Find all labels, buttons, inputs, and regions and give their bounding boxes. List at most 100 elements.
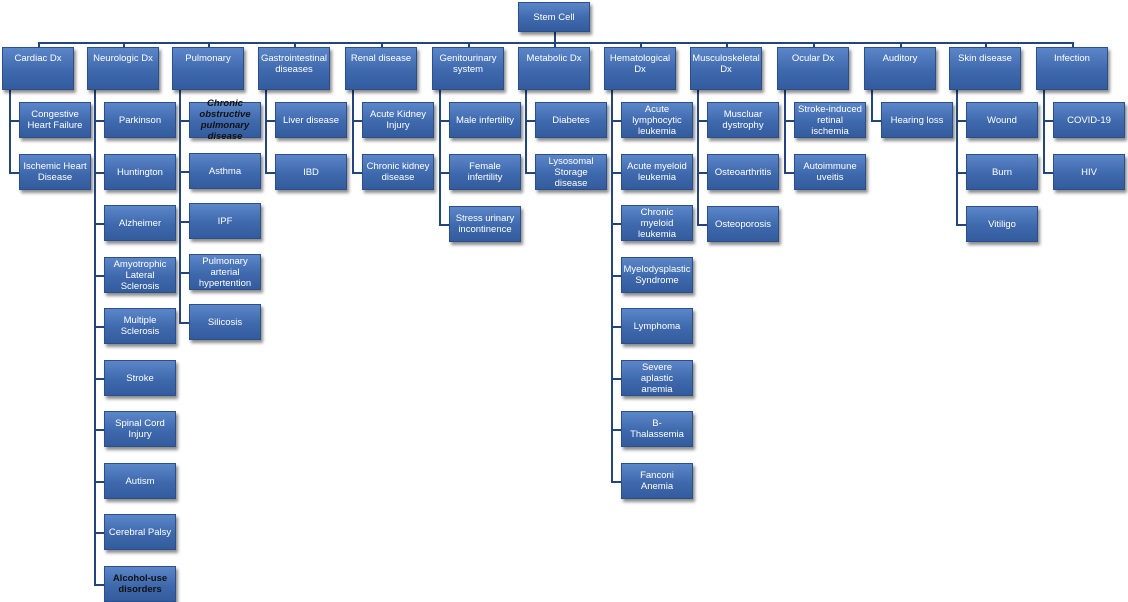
disease-node: Hearing loss <box>881 102 953 138</box>
category-spine-connector <box>439 88 441 225</box>
child-connector <box>611 172 621 174</box>
category-spine-connector <box>871 88 873 121</box>
category-spine-connector <box>265 88 267 173</box>
child-connector <box>611 223 621 225</box>
category-connector <box>726 42 728 47</box>
disease-node: Multiple Sclerosis <box>104 308 176 344</box>
category-skin-disease: Skin disease <box>949 47 1021 90</box>
child-connector <box>697 120 707 122</box>
disease-node: Fanconi Anemia <box>621 463 693 499</box>
disease-node: Diabetes <box>535 102 607 138</box>
disease-node: Liver disease <box>275 102 347 138</box>
disease-node: Spinal Cord Injury <box>104 411 176 447</box>
category-auditory: Auditory <box>864 47 936 90</box>
child-connector <box>611 275 621 277</box>
child-connector <box>697 172 707 174</box>
category-connector <box>208 42 210 47</box>
disease-node: Osteoporosis <box>707 206 779 242</box>
category-connector <box>294 42 296 47</box>
disease-node: Chronic kidney disease <box>362 154 434 190</box>
disease-node: Lysosomal Storage disease <box>535 154 607 190</box>
child-connector <box>1043 120 1053 122</box>
category-connector <box>900 42 902 47</box>
child-connector <box>871 120 881 122</box>
category-hematological-dx: Hematological Dx <box>604 47 676 90</box>
child-connector <box>525 120 535 122</box>
child-connector <box>94 172 104 174</box>
category-spine-connector <box>525 88 527 173</box>
child-connector <box>179 171 189 173</box>
child-connector <box>94 120 104 122</box>
child-connector <box>179 221 189 223</box>
child-connector <box>784 172 794 174</box>
disease-node: Lymphoma <box>621 308 693 344</box>
category-spine-connector <box>611 88 613 482</box>
disease-node: Stress urinary incontinence <box>449 206 521 242</box>
disease-node: Amyotrophic Lateral Sclerosis <box>104 257 176 293</box>
child-connector <box>611 429 621 431</box>
child-connector <box>956 120 966 122</box>
category-connector <box>813 42 815 47</box>
category-spine-connector <box>94 88 96 585</box>
child-connector <box>9 172 19 174</box>
disease-node: Silicosis <box>189 304 261 340</box>
child-connector <box>611 481 621 483</box>
root-connector <box>554 28 556 42</box>
category-connector <box>554 42 556 47</box>
disease-node: Acute myeloid leukemia <box>621 154 693 190</box>
child-connector <box>94 223 104 225</box>
category-connector <box>985 42 987 47</box>
child-connector <box>94 275 104 277</box>
category-connector <box>640 42 642 47</box>
disease-node: Stroke <box>104 360 176 396</box>
child-connector <box>439 172 449 174</box>
child-connector <box>697 224 707 226</box>
child-connector <box>439 224 449 226</box>
disease-node: Alzheimer <box>104 205 176 241</box>
category-spine-connector <box>9 88 11 173</box>
child-connector <box>611 120 621 122</box>
disease-node: Congestive Heart Failure <box>19 102 91 138</box>
category-spine-connector <box>697 88 699 225</box>
root-node-stem-cell: Stem Cell <box>518 2 590 32</box>
disease-node: B- Thalassemia <box>621 411 693 447</box>
disease-node: IPF <box>189 203 261 239</box>
disease-node: IBD <box>275 154 347 190</box>
disease-node: Pulmonary arterial hypertention <box>189 254 261 290</box>
category-spine-connector <box>1043 88 1045 173</box>
child-connector <box>525 172 535 174</box>
child-connector <box>94 584 104 586</box>
category-spine-connector <box>179 88 181 323</box>
disease-node: Autoimmune uveitis <box>794 154 866 190</box>
category-gastrointestinal-diseases: Gastrointestinal diseases <box>258 47 330 90</box>
child-connector <box>1043 172 1053 174</box>
disease-node: Parkinson <box>104 102 176 138</box>
child-connector <box>94 378 104 380</box>
child-connector <box>179 272 189 274</box>
child-connector <box>956 172 966 174</box>
category-metabolic-dx: Metabolic Dx <box>518 47 590 90</box>
disease-node: Cerebral Palsy <box>104 514 176 550</box>
disease-node: COVID-19 <box>1053 102 1125 138</box>
category-connector <box>1072 42 1074 47</box>
category-spine-connector <box>784 88 786 173</box>
child-connector <box>956 224 966 226</box>
category-spine-connector <box>352 88 354 173</box>
disease-node: Wound <box>966 102 1038 138</box>
child-connector <box>94 532 104 534</box>
disease-node: Acute lymphocytic leukemia <box>621 102 693 138</box>
child-connector <box>179 120 189 122</box>
category-ocular-dx: Ocular Dx <box>777 47 849 90</box>
child-connector <box>352 172 362 174</box>
disease-node: Muscluar dystrophy <box>707 102 779 138</box>
child-connector <box>265 120 275 122</box>
category-connector <box>38 42 40 47</box>
disease-node: Myelodysplastic Syndrome <box>621 257 693 293</box>
child-connector <box>94 481 104 483</box>
disease-node: Chronic myeloid leukemia <box>621 205 693 241</box>
disease-node: Stroke-induced retinal ischemia <box>794 102 866 138</box>
category-genitourinary-system: Genitourinary system <box>432 47 504 90</box>
disease-node: Severe aplastic anemia <box>621 360 693 396</box>
category-cardiac-dx: Cardiac Dx <box>2 47 74 90</box>
